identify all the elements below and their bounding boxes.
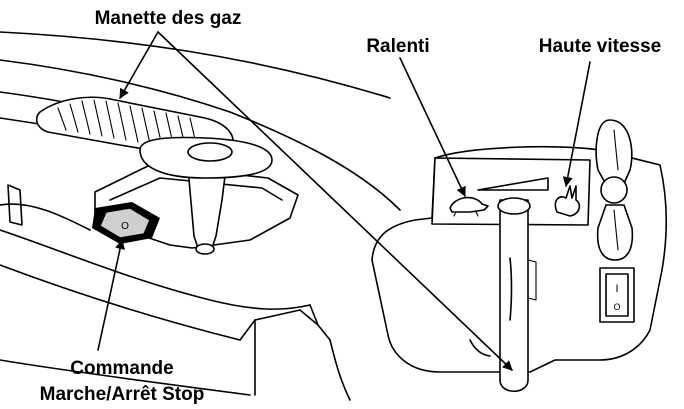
leader-lines bbox=[97, 31, 591, 371]
right-illustration: I O bbox=[371, 119, 668, 393]
on-off-switch[interactable] bbox=[99, 207, 151, 239]
label-high-speed: Haute vitesse bbox=[539, 36, 662, 57]
housing-edge-5 bbox=[229, 111, 401, 211]
housing-bottom bbox=[0, 359, 251, 396]
leader-idle bbox=[399, 57, 466, 197]
rabbit-icon bbox=[554, 185, 581, 217]
primer-button-center[interactable] bbox=[600, 176, 628, 204]
housing-edge-1 bbox=[0, 31, 391, 99]
ignition-symbol-off: O bbox=[613, 302, 620, 312]
leader-throttle-right bbox=[157, 31, 513, 371]
label-switch-line1: Commande bbox=[70, 358, 173, 379]
primer-button-grooves bbox=[613, 129, 619, 251]
leader-switch bbox=[97, 239, 125, 351]
housing-edge-8 bbox=[0, 264, 241, 341]
leader-high-speed bbox=[562, 61, 591, 187]
labels: Manette des gaz Ralenti Haute vitesse Co… bbox=[40, 8, 662, 405]
left-illustration: O bbox=[0, 31, 401, 401]
turtle-icon-legs bbox=[453, 211, 479, 217]
lever-slot-inner bbox=[509, 257, 513, 321]
housing-corner-2 bbox=[329, 339, 351, 401]
housing-edge-7 bbox=[0, 229, 311, 310]
housing-edge-2 bbox=[0, 59, 231, 113]
speed-lever-top bbox=[497, 197, 531, 215]
ignition-symbol-on: I bbox=[615, 283, 618, 295]
speed-lever-detent bbox=[527, 259, 537, 301]
housing-step-line bbox=[309, 304, 319, 326]
label-throttle: Manette des gaz bbox=[95, 8, 242, 29]
speed-lever[interactable] bbox=[499, 199, 529, 393]
label-switch-line2: Marche/Arrêt Stop bbox=[40, 384, 205, 405]
throttle-stem-foot bbox=[195, 243, 215, 255]
speed-window bbox=[431, 157, 591, 226]
primer-button-lower[interactable] bbox=[596, 204, 634, 261]
speed-ramp bbox=[477, 177, 549, 191]
ignition-switch[interactable] bbox=[605, 273, 629, 317]
turtle-icon bbox=[449, 196, 489, 213]
lever-slot-edge bbox=[469, 339, 491, 357]
leader-throttle-left bbox=[119, 31, 159, 99]
label-idle: Ralenti bbox=[366, 36, 429, 57]
throttle-grip-top bbox=[187, 142, 233, 162]
housing-edge-6 bbox=[0, 203, 91, 231]
side-block bbox=[7, 184, 23, 226]
switch-symbol-left: O bbox=[121, 221, 129, 232]
housing-step bbox=[239, 309, 331, 341]
